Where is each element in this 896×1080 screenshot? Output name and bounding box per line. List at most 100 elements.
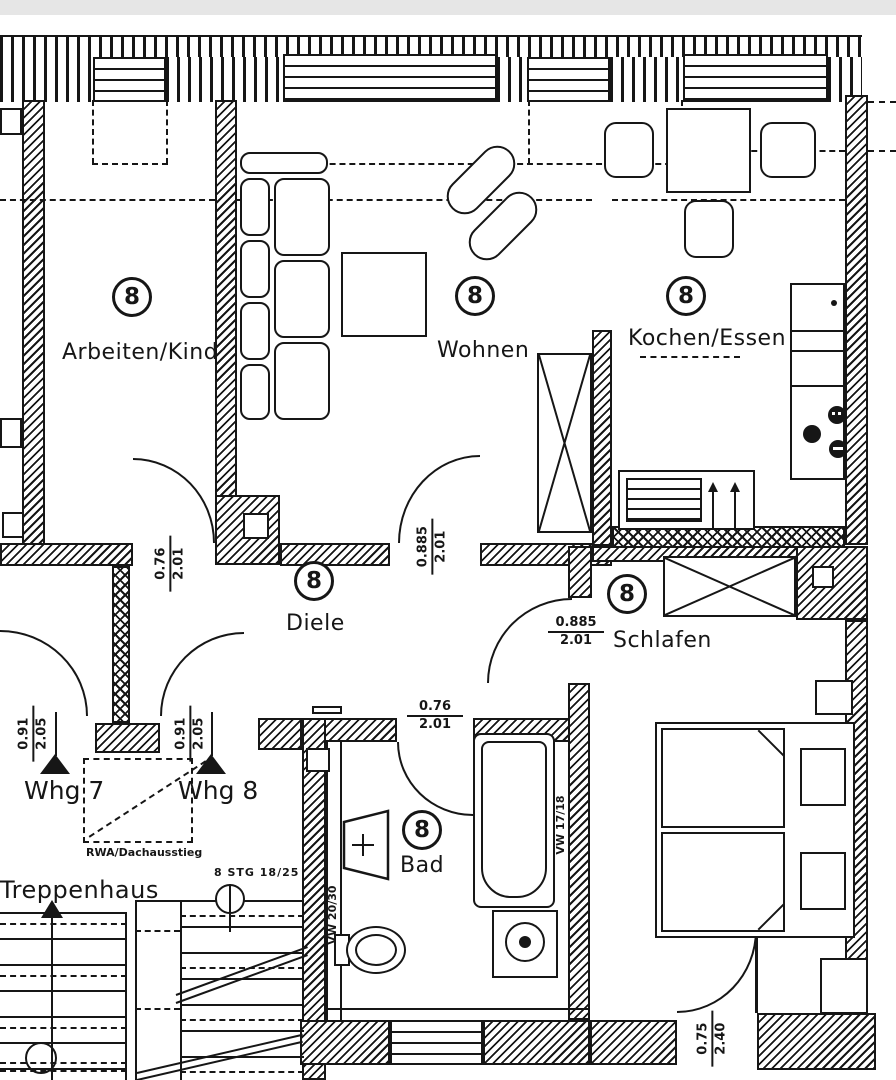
x-cross-icon: [665, 558, 794, 615]
dining-chair: [684, 200, 734, 258]
dining-table: [666, 108, 751, 193]
window-top-3: [527, 57, 610, 102]
door-arc-balcony: [677, 930, 757, 1013]
washbasin: [342, 809, 390, 881]
window-top-2: [283, 54, 497, 102]
wall-whg-block-right: [258, 718, 302, 750]
burner-mark: [833, 447, 843, 450]
room-label-diele: Diele: [286, 611, 345, 636]
stove-burner: [803, 425, 821, 443]
room-number-kochen: 8: [666, 276, 706, 316]
wall-bad-schlafen: [568, 683, 590, 1020]
bed-1: [661, 728, 785, 828]
bathtub-inner: [481, 741, 547, 898]
room-label-wohnen: Wohnen: [437, 338, 530, 363]
stair-direction-line: [51, 918, 53, 1080]
coffee-table: [341, 252, 427, 337]
room-label-kochen: Kochen/Essen: [628, 326, 787, 351]
bad-floor-line: [326, 1008, 590, 1010]
column-core-left: [2, 512, 24, 538]
wall-niche: [820, 958, 868, 1014]
roof-line: [640, 356, 740, 358]
door-arc-whg8: [160, 632, 244, 716]
wall-shaft: [592, 330, 612, 546]
vw-bath-label: VW 17/18: [554, 795, 567, 855]
treppenhaus-label: Treppenhaus: [0, 876, 159, 904]
stairs-note-label: 8 STG 18/25: [214, 866, 300, 879]
stair-tread-dashed: [180, 915, 304, 917]
sofa-cushion: [240, 302, 270, 360]
wall-bad-bottom-left: [300, 1020, 390, 1065]
stair-landing-circle: [25, 1042, 57, 1074]
washing-machine-door: [505, 922, 545, 962]
sofa-seat: [274, 178, 330, 256]
wall-schlafen-bottom-right: [757, 1013, 876, 1070]
roof-line: [868, 150, 896, 152]
nightstand-top: [815, 680, 853, 715]
wall-seg: [610, 57, 683, 102]
window-bad: [390, 1020, 483, 1065]
sofa-cushion: [240, 240, 270, 298]
bed-2: [661, 832, 785, 932]
washing-machine-dot: [519, 936, 531, 948]
counter-divider: [790, 385, 845, 387]
roof-line: [612, 199, 845, 201]
sink-faucet-dot: [831, 300, 837, 306]
stair-tread-dashed: [0, 1070, 127, 1072]
stair-tread-dashed: [180, 1071, 304, 1073]
room-label-arbeiten: Arbeiten/Kind: [62, 340, 219, 365]
whg8-marker-icon: [196, 754, 226, 774]
wall-whg-block-left: [95, 723, 160, 753]
wall-arbeiten-bottom: [0, 543, 133, 566]
stair-tread-dashed: [0, 975, 127, 977]
radiator-arrow: [712, 488, 714, 528]
wall-right-exterior: [845, 95, 868, 545]
whg7-marker-icon: [40, 754, 70, 774]
stair-tread-dashed: [180, 967, 304, 969]
dining-chair: [604, 122, 654, 178]
door-arc-whg7: [0, 630, 88, 716]
radiator-arrow: [734, 488, 736, 528]
roof-line: [92, 163, 168, 165]
x-cross-icon: [539, 355, 590, 531]
wall-arbeiten-wohnen: [215, 100, 237, 500]
room-number-bad: 8: [402, 810, 442, 850]
vw-stairwell-label: VW 20/30: [326, 885, 339, 945]
wall-seg: [828, 57, 862, 102]
threshold: [312, 706, 342, 714]
room-label-schlafen: Schlafen: [613, 628, 712, 653]
column-core-bad: [306, 748, 330, 772]
door-arc-bad: [397, 742, 473, 816]
rwa-hatch-box: [83, 758, 193, 843]
counter-divider: [790, 330, 845, 332]
nightstand-2: [800, 852, 846, 910]
stair-flight-left: [0, 912, 127, 1080]
wall-diele-top-mid: [280, 543, 390, 566]
wall-seg: [166, 57, 283, 102]
room-label-bad: Bad: [400, 853, 445, 878]
roof-line: [237, 199, 592, 201]
whg7-label: Whg 7: [24, 776, 105, 805]
door-arc-arbeiten: [133, 458, 215, 543]
whg8-marker-line: [211, 712, 213, 756]
roof-line: [0, 199, 215, 201]
roof-line-v: [166, 100, 168, 164]
rwa-label: RWA/Dachausstieg: [86, 846, 203, 859]
scan-edge-top: [0, 0, 896, 15]
wall-schlafen-bottom-left: [590, 1020, 677, 1065]
wall-seg: [0, 57, 93, 102]
stair-tread-dashed: [0, 1062, 127, 1064]
wall-seg: [497, 57, 527, 102]
wall-schlafen-left-upper: [568, 546, 592, 598]
roof-line-v: [528, 100, 530, 164]
window-left-2: [0, 418, 22, 448]
counter-divider: [790, 350, 845, 352]
sofa-seat: [274, 342, 330, 420]
stair-tread-dashed: [0, 1027, 127, 1029]
burner-mark: [832, 412, 835, 415]
stair-tread-dashed: [135, 930, 180, 932]
